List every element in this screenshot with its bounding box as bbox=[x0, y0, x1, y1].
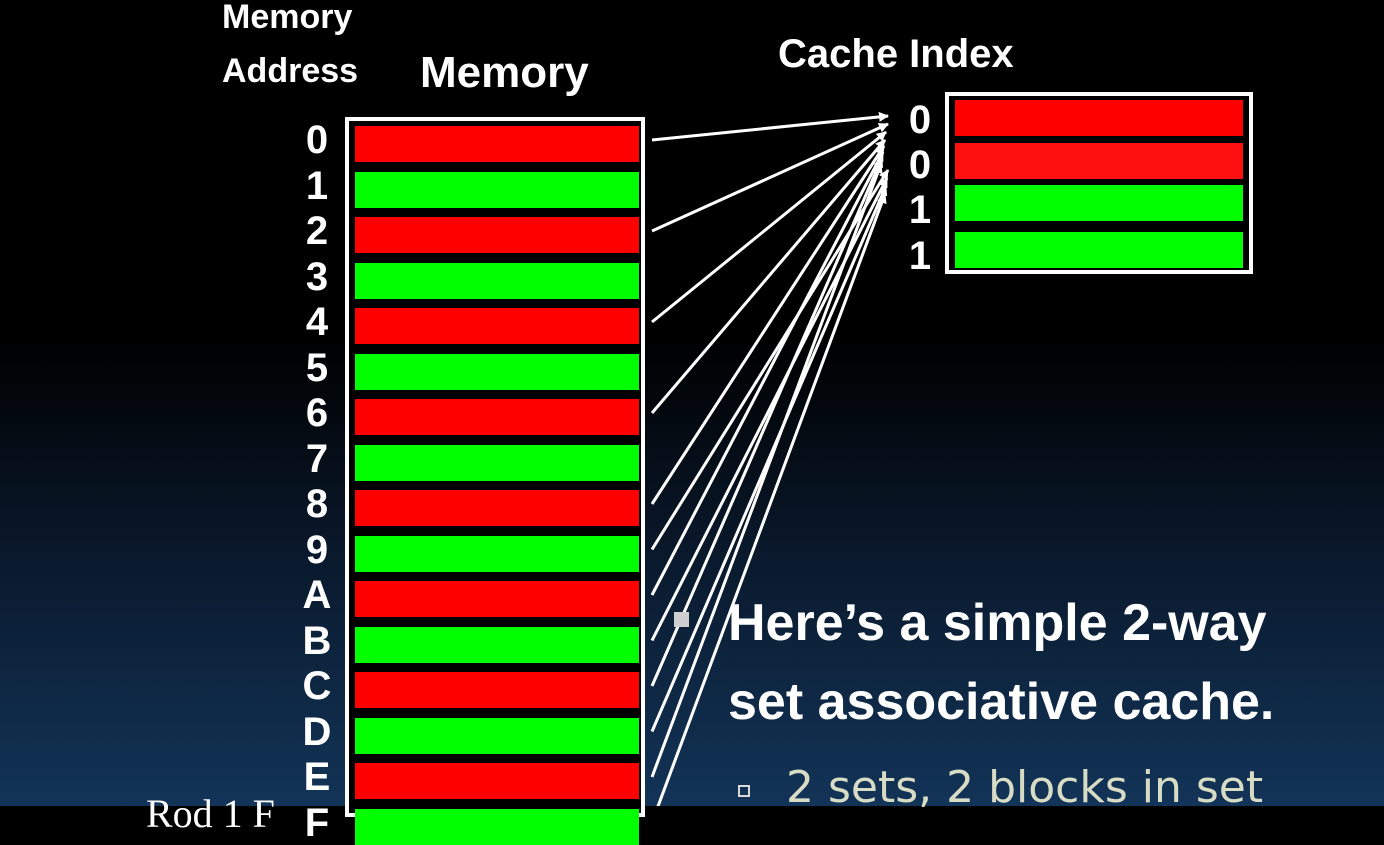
cache-block bbox=[955, 100, 1243, 136]
mapping-arrow bbox=[651, 111, 889, 142]
memory-block bbox=[355, 308, 639, 344]
memory-block bbox=[355, 399, 639, 435]
memory-address-label: 4 bbox=[305, 300, 329, 344]
memory-block bbox=[355, 672, 639, 708]
memory-block bbox=[355, 717, 639, 754]
mapping-arrow bbox=[651, 130, 887, 324]
bullet-text-line2: set associative cache. bbox=[728, 673, 1275, 731]
memory-block bbox=[355, 262, 639, 299]
memory-address-label: 1 bbox=[305, 163, 329, 208]
mapping-arrow bbox=[650, 177, 889, 642]
mapping-arrow bbox=[650, 139, 887, 414]
memory-address-label: 8 bbox=[305, 482, 329, 526]
mapping-arrows bbox=[650, 111, 889, 806]
memory-block bbox=[355, 626, 639, 663]
memory-address-label-line1: Memory bbox=[222, 0, 353, 36]
memory-address-label: D bbox=[302, 709, 332, 754]
memory-array bbox=[345, 117, 645, 845]
cache-array bbox=[945, 92, 1253, 274]
memory-address-label: 3 bbox=[305, 254, 329, 299]
cache-index-label: 1 bbox=[908, 188, 932, 232]
mapping-arrow bbox=[650, 163, 883, 778]
memory-address-label: 6 bbox=[305, 391, 329, 435]
memory-block bbox=[355, 217, 639, 253]
mapping-arrow bbox=[651, 122, 889, 233]
bullet-text-line1: Here’s a simple 2-way bbox=[728, 594, 1267, 652]
memory-address-label: 9 bbox=[305, 527, 329, 572]
memory-address-label: E bbox=[303, 755, 331, 799]
memory-address-label: 7 bbox=[305, 436, 329, 481]
memory-block bbox=[355, 808, 639, 845]
mapping-arrow bbox=[650, 157, 884, 687]
memory-block bbox=[355, 535, 639, 572]
memory-address-label: 5 bbox=[305, 345, 329, 390]
bullet-square-icon bbox=[674, 612, 689, 627]
memory-block bbox=[355, 763, 639, 799]
cache-block bbox=[955, 185, 1243, 221]
memory-address-label: B bbox=[302, 618, 332, 663]
mapping-arrow bbox=[650, 145, 886, 505]
memory-address-label-line2: Address bbox=[222, 52, 359, 90]
cache-block bbox=[955, 232, 1243, 268]
cache-block bbox=[955, 143, 1243, 179]
mapping-arrow bbox=[650, 185, 888, 733]
memory-address-label: C bbox=[302, 664, 332, 708]
memory-block bbox=[355, 444, 639, 481]
footer-text: Rod 1 F bbox=[146, 791, 275, 836]
sub-bullet-text: 2 sets, 2 blocks in set bbox=[786, 762, 1264, 813]
memory-title: Memory bbox=[420, 48, 589, 97]
memory-block bbox=[355, 126, 639, 162]
memory-address-label: 0 bbox=[305, 118, 329, 162]
sub-bullet-square-icon bbox=[738, 785, 750, 797]
cache-index-label: 1 bbox=[908, 234, 932, 278]
memory-block bbox=[355, 581, 639, 617]
cache-index-label: 0 bbox=[908, 98, 932, 142]
memory-block bbox=[355, 353, 639, 390]
memory-address-label: F bbox=[304, 800, 330, 845]
memory-address-label: A bbox=[302, 573, 332, 617]
memory-address-label: 2 bbox=[305, 209, 329, 253]
cache-index-title: Cache Index bbox=[778, 32, 1014, 76]
mapping-arrow bbox=[650, 151, 885, 596]
mapping-arrow bbox=[656, 193, 887, 806]
memory-block bbox=[355, 490, 639, 526]
memory-block bbox=[355, 171, 639, 208]
cache-index-label: 0 bbox=[908, 143, 932, 187]
